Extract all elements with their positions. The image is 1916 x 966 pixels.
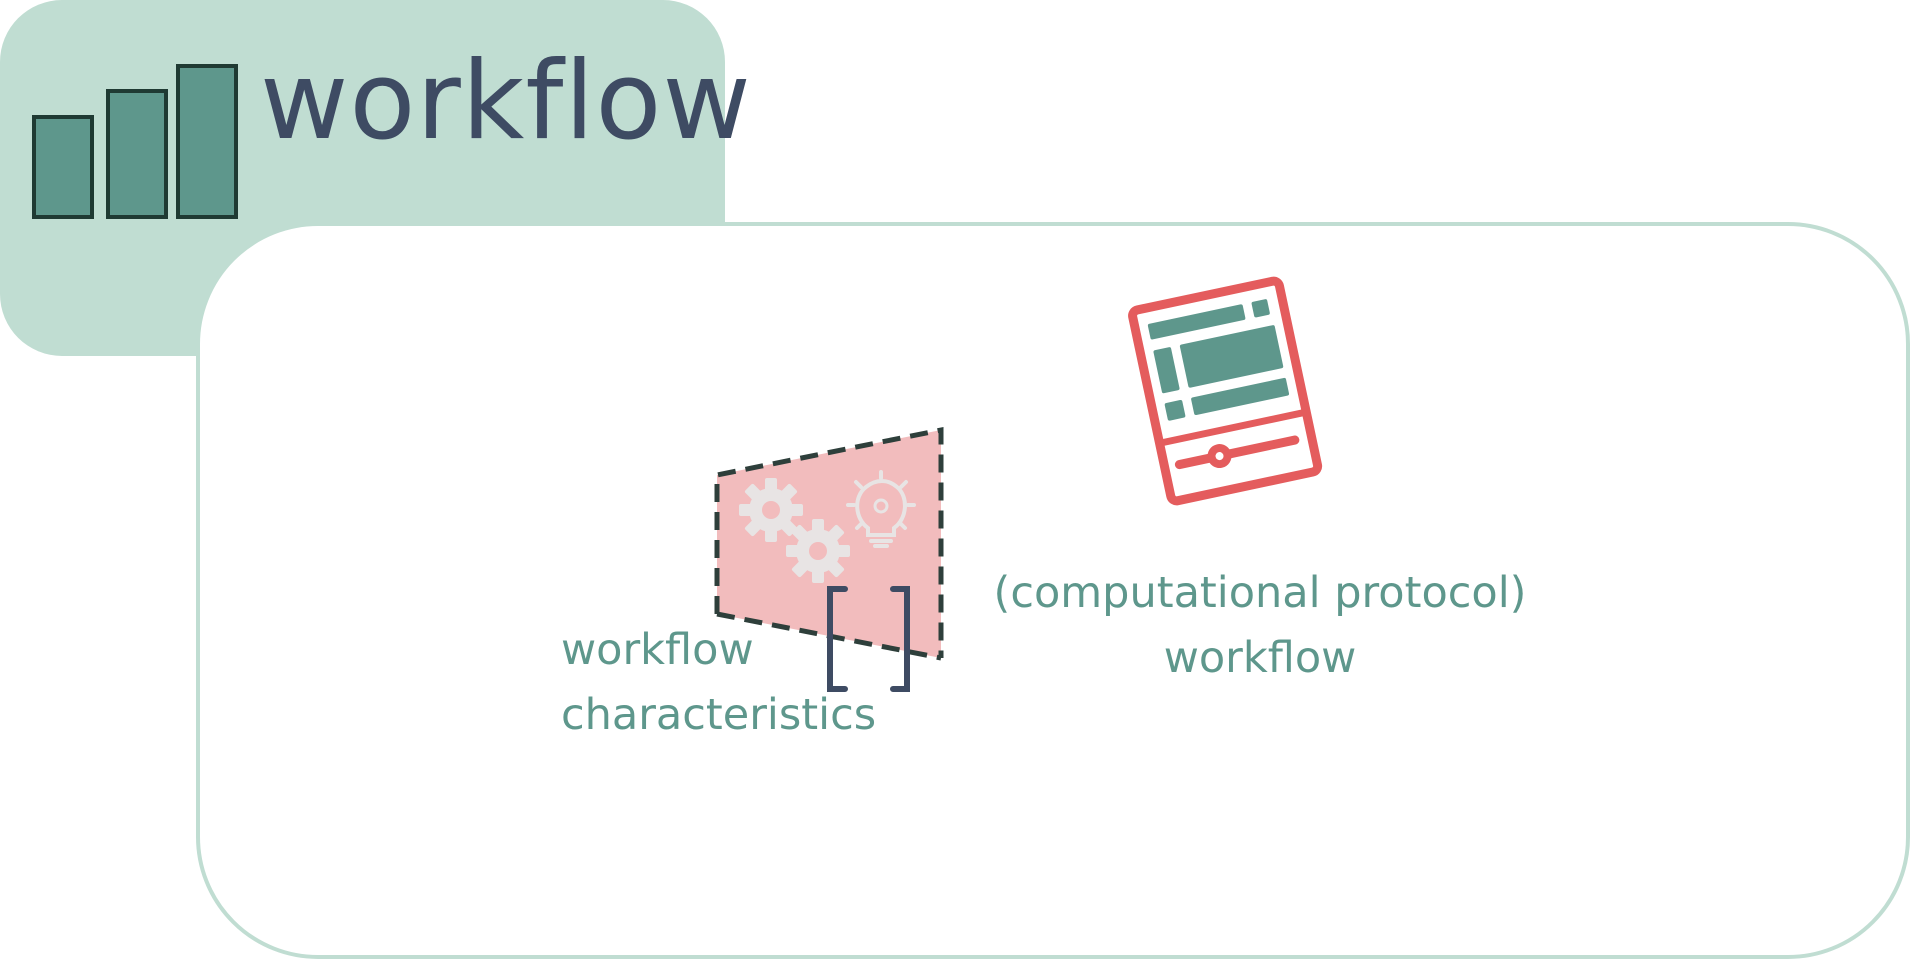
workflow-characteristics-label: workflow characteristics [561,618,876,748]
empty-brackets-icon [827,586,910,692]
label-line-2: workflow [1163,633,1357,683]
main-panel [196,222,1910,959]
bar-tall [176,64,238,219]
gears-icon [739,478,850,583]
label-line-1: workflow [561,625,754,675]
label-line-1: (computational protocol) [993,568,1527,618]
computational-protocol-workflow-label: (computational protocol) workflow [980,561,1540,691]
bar-short [32,115,94,219]
lightbulb-icon [846,470,916,548]
bar-chart-icon [32,64,238,219]
header-title: workflow [260,39,752,164]
bar-medium [106,89,168,219]
label-line-2: characteristics [561,690,877,740]
protocol-document-icon [1128,276,1323,506]
